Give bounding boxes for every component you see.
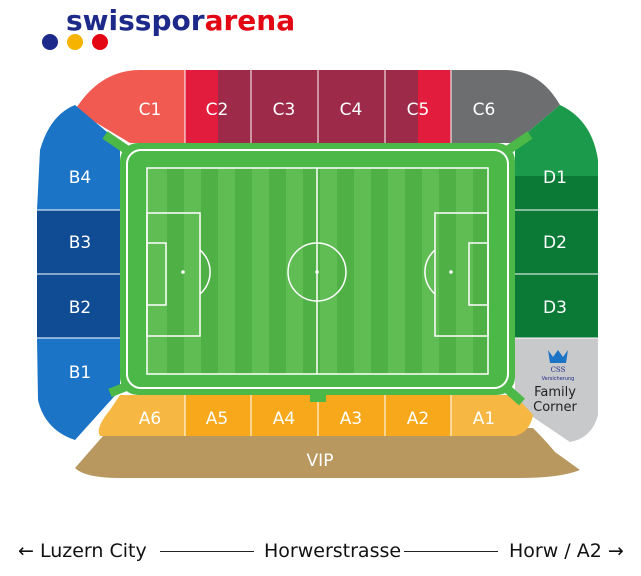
section-label-c2: C2 (206, 100, 229, 120)
section-a6[interactable] (98, 395, 185, 436)
section-a4[interactable] (251, 395, 318, 436)
section-a2[interactable] (385, 395, 451, 436)
section-label-b1: B1 (69, 363, 91, 383)
family-corner-sponsor-sub: Versicherung (542, 376, 575, 382)
section-c5a[interactable] (385, 70, 418, 143)
section-label-d2: D2 (543, 233, 567, 253)
section-label-b3: B3 (69, 233, 91, 253)
section-label-b2: B2 (69, 298, 91, 318)
section-label-a2: A2 (407, 409, 429, 429)
section-label-d3: D3 (543, 298, 567, 318)
brand-name-part2: arena (205, 4, 296, 37)
brand-name-part1: swisspor (66, 4, 205, 37)
brand-logo: swissporarena (42, 4, 295, 50)
family-corner-sponsor: CSS (551, 366, 566, 374)
section-label-c4: C4 (340, 100, 363, 120)
section-label-a1: A1 (473, 409, 495, 429)
svg-text:swissporarena: swissporarena (66, 4, 295, 37)
section-label-vip: VIP (307, 451, 334, 471)
directions-bar: ← Luzern City Horwerstrasse Horw / A2 → (0, 536, 641, 566)
pitch (102, 131, 533, 406)
family-corner-line2: Corner (533, 400, 577, 415)
section-b2[interactable] (37, 274, 120, 338)
brand-dot-yellow (67, 34, 83, 50)
direction-right: Horw / A2 → (509, 540, 624, 562)
section-label-c5: C5 (407, 100, 430, 120)
section-label-b4: B4 (69, 168, 91, 188)
section-c5[interactable] (418, 70, 451, 143)
family-corner-line1: Family (534, 385, 576, 400)
direction-left: ← Luzern City (18, 540, 147, 562)
css-logo-icon (548, 350, 568, 363)
section-c2b[interactable] (218, 70, 251, 143)
brand-dot-blue (42, 34, 58, 50)
section-c1[interactable] (75, 70, 185, 143)
section-b3[interactable] (37, 210, 120, 274)
section-c3[interactable] (251, 70, 318, 143)
stand-d: D1 D2 D3 CSS Versicherung Family Corner (515, 105, 598, 442)
direction-line-right (404, 551, 498, 552)
brand-dot-red (92, 34, 108, 50)
section-label-d1: D1 (543, 168, 567, 188)
section-d3[interactable] (515, 274, 598, 338)
section-label-a4: A4 (273, 409, 295, 429)
section-label-c1: C1 (139, 100, 162, 120)
section-label-c6: C6 (473, 100, 496, 120)
section-label-a5: A5 (206, 409, 228, 429)
section-vip[interactable] (75, 428, 580, 478)
section-d1-lower[interactable] (515, 176, 598, 210)
section-d2[interactable] (515, 210, 598, 274)
stand-c: C1 C2 C3 C4 C5 C6 (75, 70, 560, 143)
section-label-a6: A6 (139, 409, 161, 429)
section-b4[interactable] (37, 105, 120, 210)
section-c6[interactable] (451, 70, 560, 143)
section-label-c3: C3 (273, 100, 296, 120)
section-label-a3: A3 (340, 409, 362, 429)
family-corner[interactable] (515, 338, 598, 442)
pitch-outline (126, 149, 509, 389)
section-a3[interactable] (318, 395, 385, 436)
stand-a: A6 A5 A4 A3 A2 A1 (98, 395, 533, 436)
pitch-markings (146, 167, 489, 375)
direction-center: Horwerstrasse (264, 540, 402, 562)
section-a5[interactable] (185, 395, 251, 436)
stand-b: B4 B3 B2 B1 (37, 105, 120, 440)
section-a1[interactable] (451, 395, 533, 436)
section-c2[interactable] (185, 70, 218, 143)
direction-line-left (160, 551, 254, 552)
section-b1[interactable] (37, 338, 120, 440)
section-c4[interactable] (318, 70, 385, 143)
